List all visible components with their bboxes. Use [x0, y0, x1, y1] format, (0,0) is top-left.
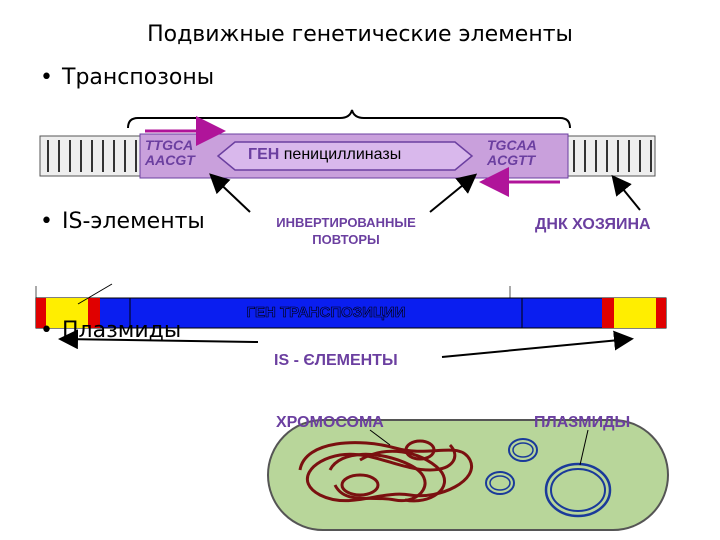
page-title: Подвижные генетические элементы	[147, 22, 573, 47]
transposition-gene-label: ГЕН ТРАНСПОЗИЦИИ	[246, 304, 406, 322]
gene-arrow-shape	[216, 141, 474, 171]
is-span-arrow-right	[441, 330, 634, 358]
plasmid-pointer	[579, 429, 589, 466]
is-element-bar	[35, 283, 667, 329]
bullet-transposons: •Транспозоны	[40, 65, 215, 90]
right-repeat-sequence: TGCAA ACGTT	[487, 137, 537, 168]
host-dna-label: ДНК ХОЗЯИНА	[535, 216, 651, 233]
pointer-host-dna	[611, 174, 641, 211]
plasmids-label: ПЛАЗМИДЫ	[534, 414, 631, 431]
gene-label: ГЕН пенициллиназы	[248, 146, 402, 163]
chromosome-coil	[298, 439, 474, 503]
transposon-brace	[127, 109, 571, 129]
left-repeat-sequence: TTGCA AACGT	[145, 137, 195, 168]
bullet-is-elements: •IS-элементы	[40, 209, 205, 234]
inverted-repeats-label: ИНВЕРТИРОВАННЫЕ ПОВТОРЫ	[276, 215, 416, 247]
plasmid-circles	[485, 438, 612, 518]
is-span-arrow-left	[58, 329, 259, 350]
is-elements-label: IS - ЄЛЕМЕНТЫ	[274, 352, 398, 369]
chromosome-pointer	[369, 429, 391, 446]
chromosome-label: ХРОМОСОМА	[276, 414, 384, 431]
pointer-left-repeat	[209, 173, 251, 213]
pointer-right-repeat	[429, 173, 478, 213]
bullet-plasmids: •Плазмиды	[40, 318, 182, 343]
